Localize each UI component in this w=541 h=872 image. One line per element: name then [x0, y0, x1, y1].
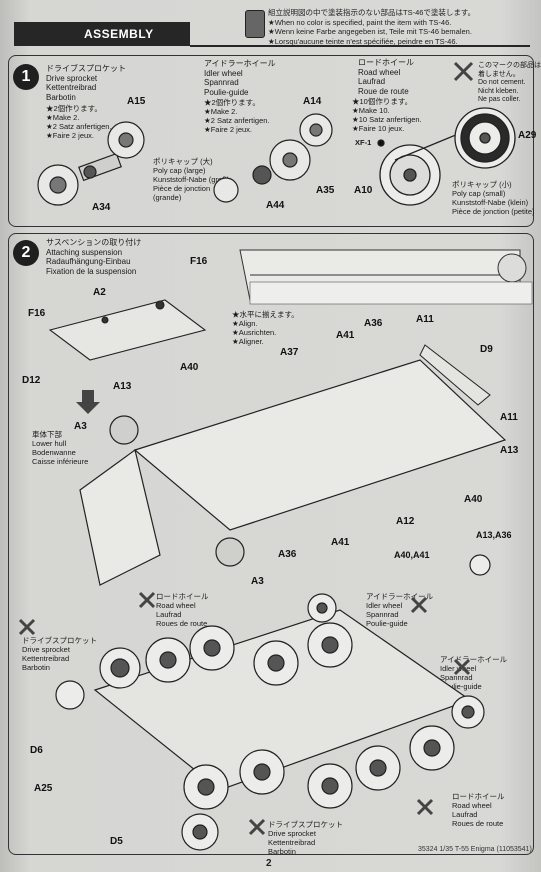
- part-label-a40-a41: A40,A41: [394, 550, 430, 560]
- drive-sprocket-drawing: [37, 121, 145, 206]
- part-label-a13-left: A13: [113, 381, 132, 392]
- kit-code: 35324 1/35 T-55 Enigma (11053541): [418, 846, 532, 853]
- hull-plate-drawing: [79, 359, 507, 586]
- part-label-a36-top: A36: [364, 318, 383, 329]
- part-label-a11-right: A11: [500, 412, 518, 423]
- part-label-a3-top: A3: [74, 421, 87, 432]
- step-2-box: [8, 233, 534, 855]
- arrow-down-icon: [76, 390, 100, 414]
- part-label-a40-left: A40: [180, 362, 199, 373]
- paint-note-en: ★When no color is specified, paint the i…: [268, 17, 452, 27]
- part-label-d6: D6: [30, 745, 43, 756]
- polycap-small-note: ポリキャップ (小)Poly cap (small)Kunststoff-Nab…: [452, 180, 535, 216]
- idler-wheel-drawing: [213, 113, 333, 203]
- step-1-box: [8, 55, 534, 227]
- part-label-d12: D12: [22, 375, 41, 386]
- part-label-a29: A29: [518, 130, 537, 141]
- part-label-a37: A37: [280, 347, 299, 358]
- xf1-color-label: XF-1: [355, 138, 372, 147]
- paint-note-de: ★Wenn keine Farbe angegeben ist, Teile m…: [268, 27, 472, 36]
- part-label-a12: A12: [396, 516, 415, 527]
- part-label-f16-left: F16: [28, 308, 46, 319]
- step-2-number: 2: [13, 240, 39, 266]
- paint-note-fr: ★Lorsqu'aucune teinte n'est spécifiée, p…: [268, 36, 458, 46]
- part-label-a35: A35: [316, 185, 335, 196]
- part-label-a25: A25: [34, 783, 53, 794]
- road-qty: ★10個作ります。★Make 10.★10 Satz anfertigen.★F…: [352, 97, 422, 133]
- road-wheel-drawing: [377, 107, 516, 206]
- idler-qty: ★2個作ります。★Make 2.★2 Satz anfertigen.★Fair…: [204, 98, 270, 134]
- part-label-a2: A2: [93, 287, 106, 298]
- part-label-f16-top: F16: [190, 256, 208, 267]
- no-glue-icon: [18, 591, 471, 836]
- d9-part-drawing: [419, 344, 491, 406]
- road-wheels-assembly-drawing: [55, 554, 491, 851]
- part-label-a13-a36: A13,A36: [476, 530, 512, 540]
- header-rule: [190, 45, 530, 47]
- part-label-d5: D5: [110, 836, 123, 847]
- part-label-a41-top: A41: [336, 330, 355, 341]
- paint-note: 組立説明図の中で塗装指示のない部品はTS-46で塗装します。 ★When no …: [268, 8, 475, 46]
- align-note: ★水平に揃えます。★Align.★Ausrichten.★Aligner.: [232, 310, 299, 346]
- ruler-strip-drawing: [249, 281, 533, 305]
- step-1-drawings: [37, 61, 516, 206]
- section-header: ASSEMBLY: [14, 22, 190, 46]
- part-label-a36-bottom: A36: [278, 549, 297, 560]
- sprocket-qty: ★2個作ります。★Make 2.★2 Satz anfertigen.★Fair…: [46, 104, 112, 140]
- part-label-d9: D9: [480, 344, 493, 355]
- paint-note-jp: 組立説明図の中で塗装指示のない部品はTS-46で塗装します。: [268, 8, 476, 17]
- part-label-a41-bottom: A41: [331, 537, 350, 548]
- part-label-a3-bottom: A3: [251, 576, 264, 587]
- page-number: 2: [266, 858, 272, 869]
- paint-bottle-icon: [245, 10, 265, 38]
- polycap-large-note: ポリキャップ (大)Poly cap (large)Kunststoff-Nab…: [153, 157, 230, 202]
- part-label-a11-top: A11: [416, 314, 434, 325]
- part-label-a44: A44: [266, 200, 285, 211]
- no-glue-note: このマークの部品は接着しません。Do not cement.Nicht kleb…: [478, 62, 541, 103]
- no-glue-icon: [453, 61, 474, 82]
- part-label-a13-right: A13: [500, 445, 519, 456]
- step-1-number: 1: [13, 64, 39, 90]
- part-label-a10: A10: [354, 185, 373, 196]
- part-label-a15: A15: [127, 96, 146, 107]
- d12-plate-drawing: [48, 299, 207, 361]
- part-label-a40-right: A40: [464, 494, 483, 505]
- part-label-a14: A14: [303, 96, 322, 107]
- section-title: ASSEMBLY: [84, 27, 154, 41]
- part-label-a34: A34: [92, 202, 111, 213]
